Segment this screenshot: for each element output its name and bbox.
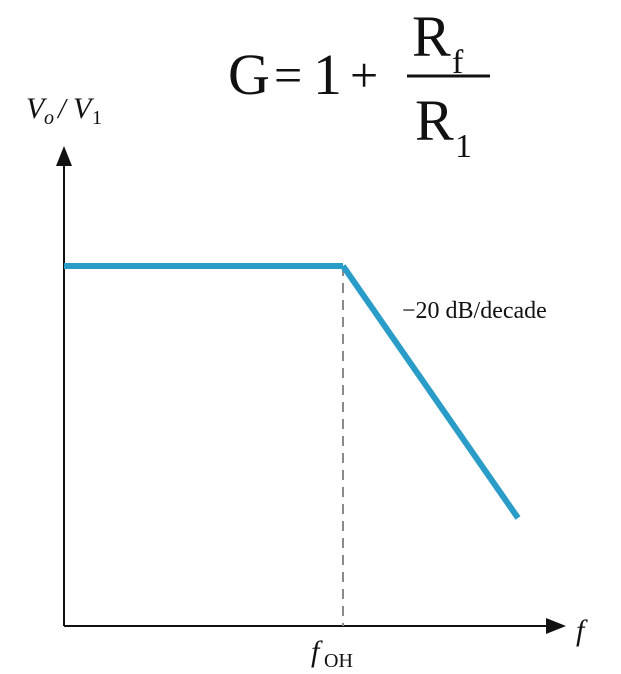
formula-numerator-subscript: f <box>452 44 464 81</box>
corner-frequency-label-f: f <box>311 635 323 668</box>
y-axis-label-v: V <box>26 92 48 125</box>
formula-one: 1 <box>313 42 342 107</box>
y-axis-label-o-subscript: o <box>44 107 54 129</box>
formula-denominator-subscript: 1 <box>455 128 472 165</box>
y-axis-label-1-subscript: 1 <box>92 107 102 129</box>
y-axis-label-slash: / <box>56 94 68 125</box>
response-curve <box>64 263 521 520</box>
corner-frequency-label: f OH <box>311 635 353 672</box>
axes: f <box>56 146 588 647</box>
formula-numerator-r: R <box>412 4 451 69</box>
formula-gain-symbol: G <box>228 42 270 107</box>
formula-denominator-r: R <box>415 88 454 153</box>
corner-frequency-label-subscript: OH <box>324 650 353 672</box>
y-axis-arrowhead <box>56 146 72 166</box>
x-axis-label-f: f <box>576 614 588 647</box>
formula-plus: + <box>350 47 378 103</box>
formula-equals: = <box>274 47 302 103</box>
slope-label: −20 dB/decade <box>402 298 547 324</box>
y-axis-label: V o / V 1 <box>26 92 102 129</box>
rolloff-segment <box>340 264 521 520</box>
y-axis-label-v1: V <box>73 92 95 125</box>
gain-formula: G = 1 + R f R 1 <box>228 4 490 165</box>
x-axis-arrowhead <box>546 618 566 634</box>
